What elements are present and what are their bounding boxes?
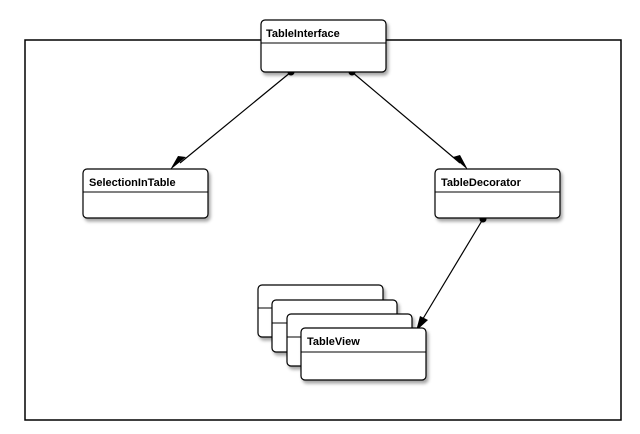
- class-name: TableView: [307, 336, 360, 348]
- association-interface-selection[interactable]: [170, 68, 295, 171]
- class-table-view-stack[interactable]: TableView: [257, 284, 427, 381]
- class-name: TableInterface: [266, 28, 340, 40]
- class-selection-in-table[interactable]: SelectionInTable: [82, 168, 209, 219]
- association-arrowhead: [170, 156, 186, 170]
- association-arrowhead: [416, 316, 428, 331]
- association-decorator-view[interactable]: [416, 215, 487, 332]
- association-interface-decorator[interactable]: [348, 68, 469, 171]
- class-name: TableDecorator: [441, 177, 522, 189]
- class-name: SelectionInTable: [89, 177, 176, 189]
- class-table-decorator[interactable]: TableDecorator: [434, 168, 561, 219]
- class-table-interface[interactable]: TableInterface: [260, 19, 387, 73]
- class-table-view[interactable]: TableView: [300, 327, 427, 381]
- association-arrowhead: [453, 155, 468, 170]
